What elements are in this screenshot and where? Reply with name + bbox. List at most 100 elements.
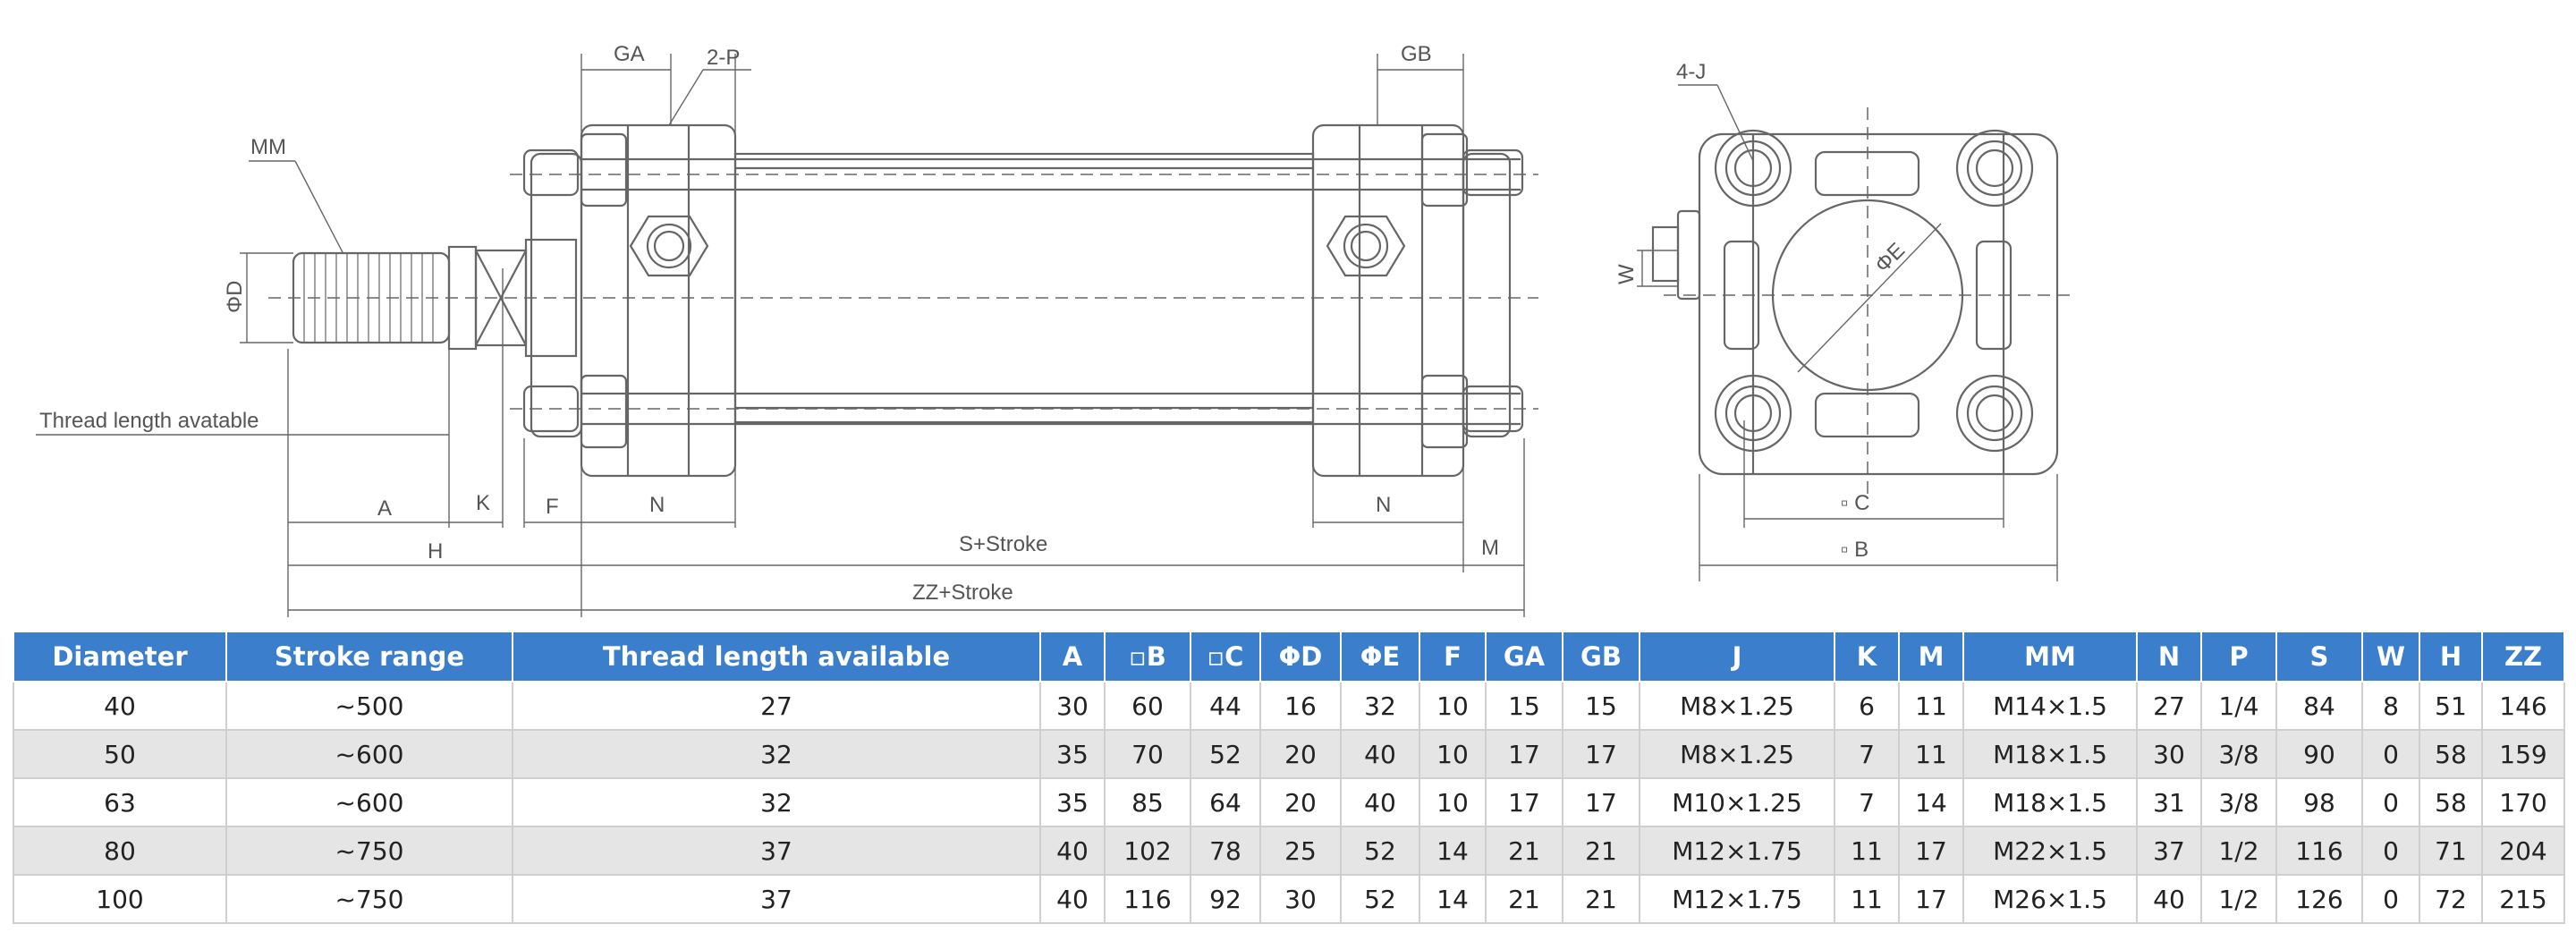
table-cell: 116 xyxy=(2275,826,2363,876)
table-cell: 30 xyxy=(1259,874,1342,924)
table-cell: 21 xyxy=(1485,874,1563,924)
label-k: K xyxy=(476,491,490,515)
table-cell: 44 xyxy=(1190,681,1261,731)
table-cell: 92 xyxy=(1190,874,1261,924)
column-header: Stroke range xyxy=(225,631,513,682)
rear-port-hex xyxy=(1326,215,1406,277)
table-cell: 52 xyxy=(1340,826,1420,876)
table-cell: M18×1.5 xyxy=(1962,777,2138,827)
table-cell: 78 xyxy=(1190,826,1261,876)
table-cell: 146 xyxy=(2481,681,2565,731)
column-header: N xyxy=(2136,631,2202,682)
column-header: J xyxy=(1639,631,1835,682)
table-cell: 0 xyxy=(2361,874,2420,924)
table-cell: 21 xyxy=(1562,826,1640,876)
label-b: ▫ B xyxy=(1841,538,1868,562)
table-cell: 70 xyxy=(1104,729,1191,779)
table-cell: 7 xyxy=(1834,777,1900,827)
table-cell: 80 xyxy=(13,826,227,876)
label-gb: GB xyxy=(1401,42,1432,66)
table-cell: ~750 xyxy=(225,826,513,876)
table-cell: 215 xyxy=(2481,874,2565,924)
table-cell: 31 xyxy=(2136,777,2202,827)
table-cell: 1/2 xyxy=(2200,874,2277,924)
column-header: GA xyxy=(1485,631,1563,682)
table-cell: 40 xyxy=(1039,826,1106,876)
front-port-hex xyxy=(629,215,709,277)
column-header: ZZ xyxy=(2481,631,2565,682)
label-n-right: N xyxy=(1376,493,1391,517)
table-cell: 17 xyxy=(1485,729,1563,779)
table-cell: 51 xyxy=(2419,681,2483,731)
table-cell: 20 xyxy=(1259,777,1342,827)
table-cell: M18×1.5 xyxy=(1962,729,2138,779)
table-cell: 204 xyxy=(2481,826,2565,876)
table-cell: 17 xyxy=(1562,729,1640,779)
column-header: P xyxy=(2200,631,2277,682)
table-cell: 37 xyxy=(512,874,1041,924)
table-cell: 32 xyxy=(512,777,1041,827)
table-cell: 1/2 xyxy=(2200,826,2277,876)
table-cell: 21 xyxy=(1485,826,1563,876)
table-cell: 126 xyxy=(2275,874,2363,924)
label-f: F xyxy=(546,495,559,519)
table-cell: 58 xyxy=(2419,729,2483,779)
table-cell: 10 xyxy=(1419,681,1487,731)
table-cell: 25 xyxy=(1259,826,1342,876)
table-cell: 16 xyxy=(1259,681,1342,731)
label-s-stroke: S+Stroke xyxy=(959,532,1047,556)
table-cell: 30 xyxy=(2136,729,2202,779)
column-header: F xyxy=(1419,631,1487,682)
label-c: ▫ C xyxy=(1841,491,1870,515)
label-phi-e: ΦE xyxy=(1870,238,1910,277)
column-header: ▫C xyxy=(1190,631,1261,682)
table-cell: 58 xyxy=(2419,777,2483,827)
table-cell: 14 xyxy=(1419,826,1487,876)
cylinder-technical-drawing: GA 2-P GB 4-J MM ΦD W ΦE Thread length a… xyxy=(36,42,2075,617)
table-cell: 11 xyxy=(1898,729,1964,779)
table-cell: 11 xyxy=(1834,826,1900,876)
column-header: MM xyxy=(1962,631,2138,682)
table-cell: 14 xyxy=(1419,874,1487,924)
column-header: ΦE xyxy=(1340,631,1420,682)
table-cell: 50 xyxy=(13,729,227,779)
table-cell: ~500 xyxy=(225,681,513,731)
table-cell: 3/8 xyxy=(2200,729,2277,779)
table-cell: 10 xyxy=(1419,777,1487,827)
table-cell: 14 xyxy=(1898,777,1964,827)
table-cell: 1/4 xyxy=(2200,681,2277,731)
table-cell: 11 xyxy=(1834,874,1900,924)
table-cell: 21 xyxy=(1562,874,1640,924)
table-cell: 32 xyxy=(512,729,1041,779)
table-cell: 84 xyxy=(2275,681,2363,731)
column-header: K xyxy=(1834,631,1900,682)
table-cell: 90 xyxy=(2275,729,2363,779)
table-cell: 72 xyxy=(2419,874,2483,924)
label-phi-d: ΦD xyxy=(223,281,247,313)
table-cell: ~600 xyxy=(225,729,513,779)
label-w: W xyxy=(1614,264,1639,284)
column-header: H xyxy=(2419,631,2483,682)
column-header: A xyxy=(1039,631,1106,682)
table-cell: 40 xyxy=(2136,874,2202,924)
table-cell: ~600 xyxy=(225,777,513,827)
table-cell: 17 xyxy=(1898,826,1964,876)
table-cell: 30 xyxy=(1039,681,1106,731)
label-zz-stroke: ZZ+Stroke xyxy=(912,581,1013,605)
label-2p: 2-P xyxy=(707,46,740,70)
table-cell: 40 xyxy=(1340,777,1420,827)
table-cell: 102 xyxy=(1104,826,1191,876)
table-cell: 100 xyxy=(13,874,227,924)
table-cell: ~750 xyxy=(225,874,513,924)
label-thread-length: Thread length avatable xyxy=(39,409,259,433)
table-cell: 0 xyxy=(2361,729,2420,779)
table-cell: 15 xyxy=(1485,681,1563,731)
table-cell: 52 xyxy=(1190,729,1261,779)
column-header: W xyxy=(2361,631,2420,682)
table-cell: 3/8 xyxy=(2200,777,2277,827)
label-n-left: N xyxy=(649,493,665,517)
